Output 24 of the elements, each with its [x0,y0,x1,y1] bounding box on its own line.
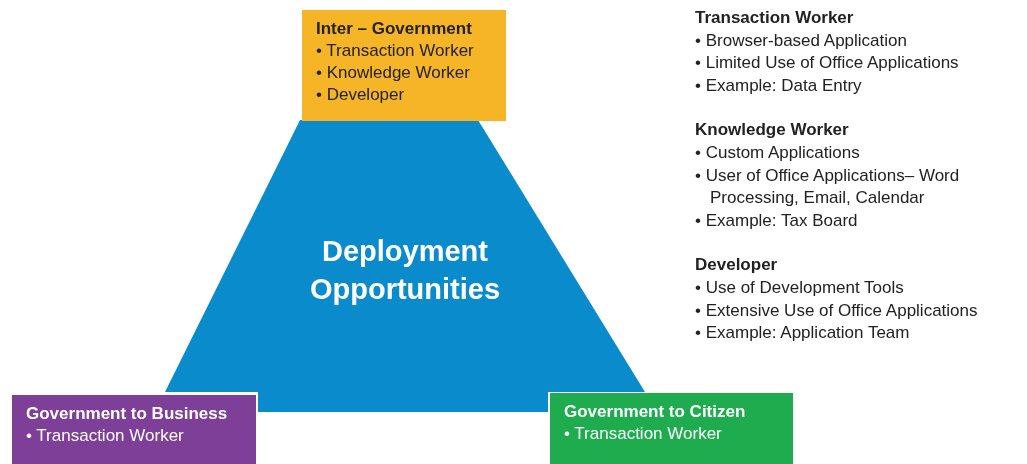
center-title: Deployment Opportunities [308,234,502,307]
bullet-item: • Knowledge Worker [316,62,471,84]
bullet-item: • Transaction Worker [26,425,185,447]
box-heading: Inter – Government [316,18,473,40]
category-box [12,395,256,464]
bullet-item: • Example: Application Team [695,322,911,345]
category-box [550,393,793,464]
bullet-item: • Developer [316,84,406,106]
bullet-item: • Example: Tax Board [695,209,859,232]
bullet-item: • Use of Development Tools [695,276,905,299]
bullet-item: • Custom Applications [695,141,861,164]
bullet-item: • Limited Use of Office Applications [695,52,960,75]
bullet-item: • Transaction Worker [564,423,723,445]
category-box [302,10,506,121]
bullet-item: • Transaction Worker [316,40,475,62]
bullet-item: • Example: Data Entry [695,74,863,97]
bullet-item: • User of Office Applications– Word Processing, Email, Calendar [695,164,961,210]
box-heading: Government to Business [26,403,229,425]
section-heading: Transaction Worker [695,7,855,29]
bullet-item: • Extensive Use of Office Applications [695,299,979,322]
bullet-item: • Browser-based Application [695,29,908,52]
box-heading: Government to Citizen [564,401,747,423]
section-heading: Developer [695,254,779,277]
section-heading: Knowledge Worker [695,119,850,142]
